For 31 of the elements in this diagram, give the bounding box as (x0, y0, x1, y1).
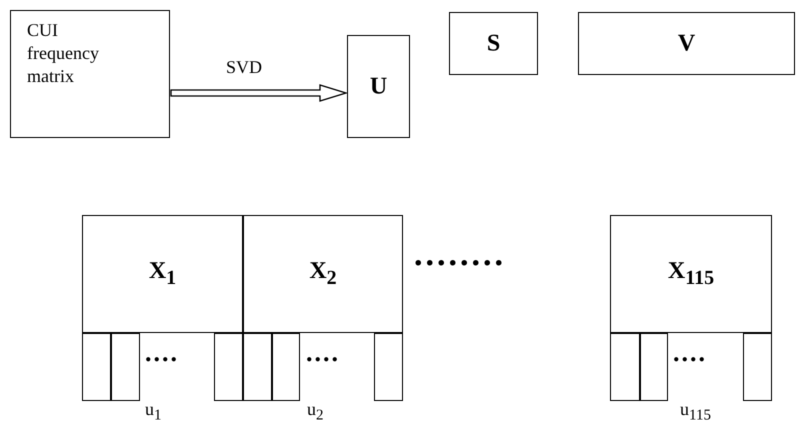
matrix-box (243, 215, 403, 333)
box-text: CUI frequency matrix (27, 19, 100, 88)
matrix-label: V (676, 30, 696, 57)
matrix-box (578, 12, 795, 75)
matrix-label: X$_{2}$ (308, 258, 338, 290)
column-box (82, 333, 111, 401)
matrix-box (347, 35, 410, 138)
column-box (743, 333, 772, 401)
column-box (214, 333, 243, 401)
column-box (640, 333, 668, 401)
ellipsis-dots: .... (673, 340, 707, 366)
column-box (374, 333, 403, 401)
matrix-label: X$_{1}$ (148, 258, 178, 290)
column-box (610, 333, 640, 401)
ellipsis-dots: ........ (414, 238, 506, 272)
column-box (243, 333, 272, 401)
column-label: u$_{2}$ (307, 400, 324, 424)
matrix-label: U (368, 73, 388, 100)
matrix-box (610, 215, 772, 333)
matrix-label: X$_{115}$ (666, 258, 716, 290)
column-box (111, 333, 140, 401)
matrix-box (10, 10, 170, 138)
column-label: u$_{1}$ (145, 400, 162, 424)
matrix-label: S (486, 30, 502, 57)
matrix-box (82, 215, 243, 333)
column-label: u$_{115}$ (680, 400, 711, 424)
ellipsis-dots: .... (145, 340, 179, 366)
hollow-arrow (170, 84, 348, 102)
column-box (272, 333, 300, 401)
ellipsis-dots: .... (306, 340, 340, 366)
matrix-box (449, 12, 538, 75)
